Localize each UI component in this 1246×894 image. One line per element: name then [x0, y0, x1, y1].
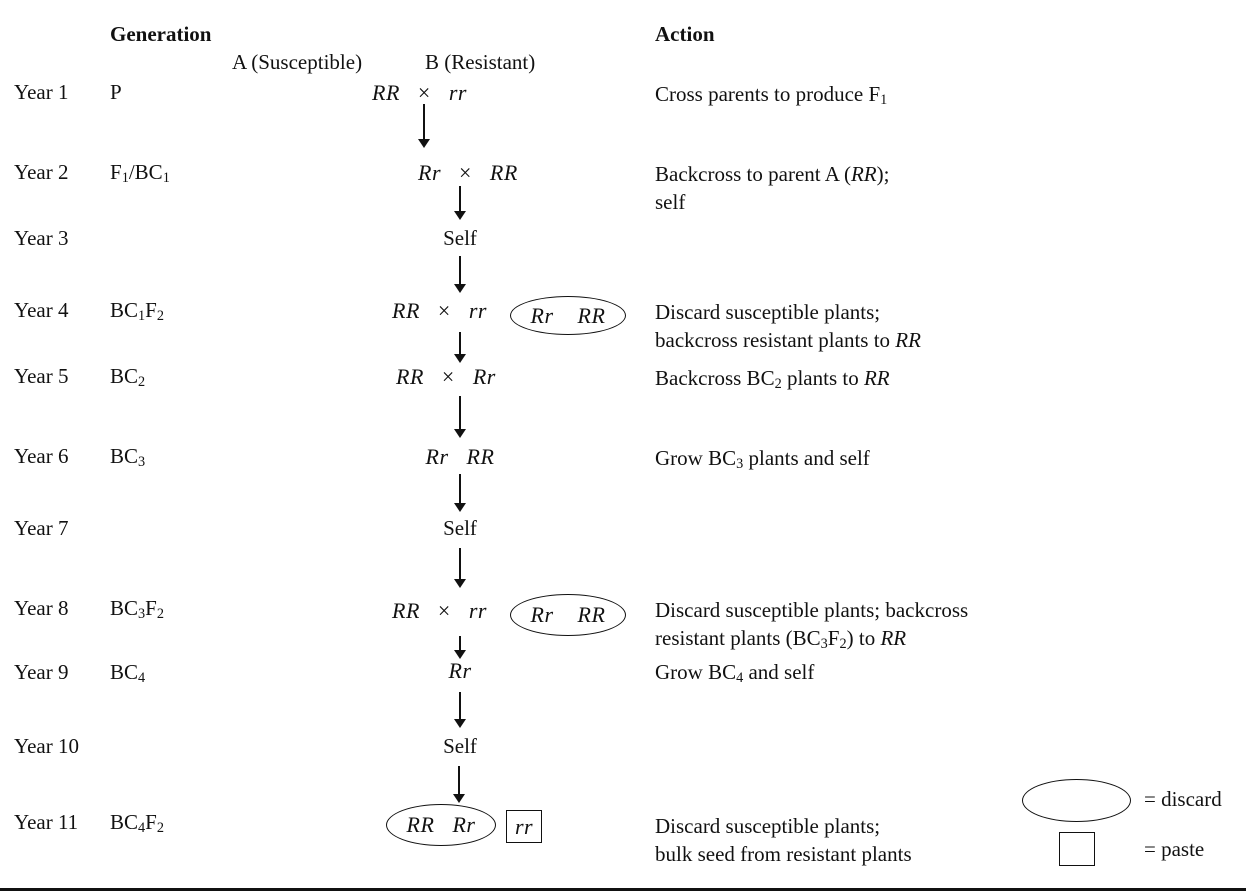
- year-4-label: Year 4: [14, 298, 69, 322]
- self-step-year-3: Self: [443, 226, 477, 250]
- circled-genotypes: RR Rr: [406, 812, 476, 837]
- legend-paste-label: = paste: [1144, 837, 1205, 861]
- down-arrow-icon: [452, 256, 468, 293]
- boxed-genotype: rr: [514, 813, 534, 839]
- parent-a-label: A (Susceptible): [232, 50, 363, 74]
- year-9-label: Year 9: [14, 660, 69, 684]
- down-arrow-icon: [452, 396, 468, 438]
- discard-ellipse-year-4: Rr RR: [510, 296, 626, 335]
- genotypes-year-6: Rr RR: [425, 444, 495, 469]
- action-year-6: Grow BC3 plants and self: [655, 446, 870, 472]
- paste-box-year-11: rr: [506, 810, 542, 843]
- generation-label-p: P: [110, 80, 122, 104]
- action-year-1: Cross parents to produce F1: [655, 82, 888, 108]
- cross-year-5: RR × Rr: [396, 364, 496, 389]
- legend-discard-label: = discard: [1144, 787, 1222, 811]
- down-arrow-icon: [416, 104, 432, 148]
- legend-discard-ellipse-icon: [1022, 779, 1131, 822]
- year-7-label: Year 7: [14, 516, 69, 540]
- self-step-year-10: Self: [443, 734, 477, 758]
- discard-ellipse-year-11: RR Rr: [386, 804, 496, 846]
- legend-paste-square-icon: [1059, 832, 1095, 866]
- action-year-5: Backcross BC2 plants to RR: [655, 366, 890, 392]
- discard-ellipse-year-8: Rr RR: [510, 594, 626, 636]
- year-5-label: Year 5: [14, 364, 69, 388]
- down-arrow-icon: [452, 186, 468, 220]
- bottom-rule: [0, 888, 1246, 891]
- action-year-9: Grow BC4 and self: [655, 660, 815, 686]
- generation-column-header: Generation: [110, 22, 212, 46]
- down-arrow-icon: [452, 692, 468, 728]
- generation-label-bc2: BC2: [110, 364, 146, 390]
- year-1-label: Year 1: [14, 80, 69, 104]
- down-arrow-icon: [451, 766, 467, 803]
- year-3-label: Year 3: [14, 226, 69, 250]
- year-2-label: Year 2: [14, 160, 69, 184]
- year-8-label: Year 8: [14, 596, 69, 620]
- cross-year-8: RR × rr: [392, 598, 487, 623]
- generation-label-bc1f2: BC1F2: [110, 298, 164, 324]
- cross-year-4: RR × rr: [392, 298, 487, 323]
- generation-label-f1bc1: F1/BC1: [110, 160, 170, 186]
- genotype-year-9: Rr: [448, 658, 472, 683]
- self-step-year-7: Self: [443, 516, 477, 540]
- down-arrow-icon: [452, 636, 468, 659]
- circled-genotypes: Rr RR: [530, 302, 606, 328]
- down-arrow-icon: [452, 548, 468, 588]
- generation-label-bc3f2: BC3F2: [110, 596, 164, 622]
- action-year-4: Discard susceptible plants;backcross res…: [655, 300, 921, 352]
- cross-year-1: RR × rr: [372, 80, 467, 105]
- generation-label-bc3: BC3: [110, 444, 146, 470]
- circled-genotypes: Rr RR: [530, 602, 606, 627]
- generation-label-bc4: BC4: [110, 660, 146, 686]
- action-column-header: Action: [655, 22, 715, 46]
- down-arrow-icon: [452, 474, 468, 512]
- down-arrow-icon: [452, 332, 468, 363]
- action-year-2: Backcross to parent A (RR);self: [655, 162, 890, 214]
- cross-year-2: Rr × RR: [418, 160, 518, 185]
- year-6-label: Year 6: [14, 444, 69, 468]
- generation-label-bc4f2: BC4F2: [110, 810, 164, 836]
- year-11-label: Year 11: [14, 810, 79, 834]
- year-10-label: Year 10: [14, 734, 79, 758]
- action-year-11: Discard susceptible plants;bulk seed fro…: [655, 814, 912, 866]
- parent-b-label: B (Resistant): [425, 50, 536, 74]
